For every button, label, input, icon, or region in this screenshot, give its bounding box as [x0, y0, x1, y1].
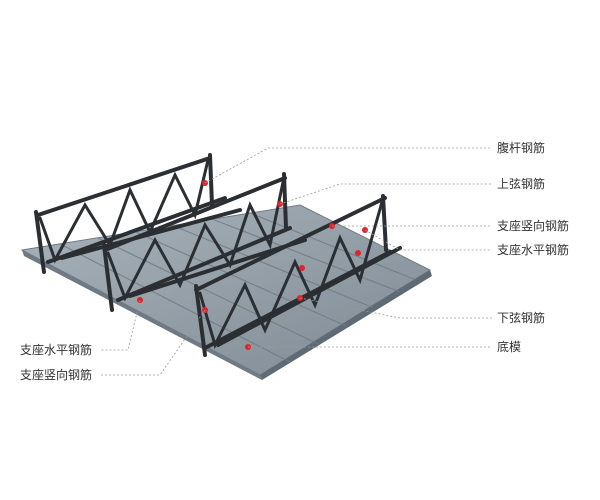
- label-base-form: 底模: [497, 340, 522, 354]
- leader-bottom-chord: [299, 297, 492, 319]
- truss-middle: [102, 172, 307, 312]
- base-deck: [20, 204, 432, 380]
- leader-lines: [100, 147, 492, 376]
- leader-top-chord: [279, 183, 492, 205]
- label-web-rebar: 腹杆钢筋: [497, 141, 546, 155]
- label-bottom-chord-rebar: 下弦钢筋: [497, 311, 546, 325]
- truss-rear: [34, 153, 242, 274]
- label-support-horizontal-rebar-right: 支座水平钢筋: [497, 243, 570, 257]
- label-support-horizontal-rebar-left: 支座水平钢筋: [20, 343, 93, 357]
- marker-mid-1: [299, 265, 305, 271]
- label-top-chord-rebar: 上弦钢筋: [497, 177, 546, 191]
- leader-support-horizontal-right: [364, 229, 492, 251]
- truss-front: [194, 194, 402, 357]
- label-support-vertical-rebar-right: 支座竖向钢筋: [497, 219, 570, 233]
- marker-mid-2: [355, 250, 361, 256]
- label-support-vertical-rebar-left: 支座竖向钢筋: [20, 368, 93, 382]
- leader-support-horizontal-left: [100, 299, 141, 351]
- leader-web-rebar: [204, 147, 492, 184]
